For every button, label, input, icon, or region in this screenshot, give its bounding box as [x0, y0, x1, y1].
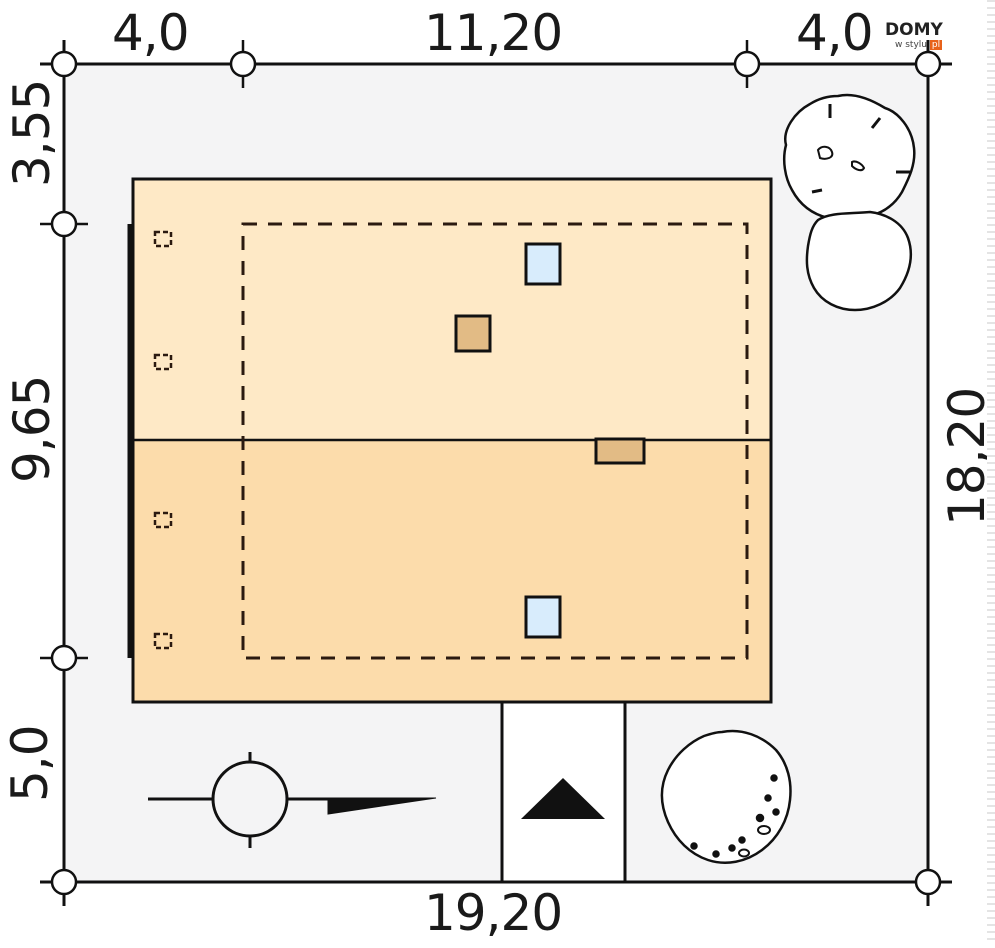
dim-top-left: 4,0: [112, 4, 190, 62]
chimney-icon: [594, 437, 646, 465]
tree-icon: [783, 93, 916, 312]
dim-left-middle: 9,65: [3, 375, 61, 483]
house-roof: [127, 177, 773, 704]
entrance-triangle-icon: [521, 778, 605, 819]
logo-brand: DOMY: [885, 20, 943, 40]
post-icon: [153, 511, 173, 529]
post-icon: [153, 353, 173, 371]
page-edge: [987, 0, 995, 944]
wall-outline: [241, 222, 749, 660]
dim-top-right: 4,0: [796, 4, 874, 62]
dim-left-top: 3,55: [3, 79, 61, 187]
post-icon: [153, 230, 173, 248]
plot-boundary: [40, 40, 952, 906]
chimney-icon: [454, 314, 492, 353]
skylight-icon: [524, 595, 562, 639]
logo-sub-text: w stylu: [895, 40, 927, 50]
logo-pl: pl: [929, 40, 943, 50]
dim-left-bottom: 5,0: [1, 725, 59, 802]
post-icon: [153, 632, 173, 650]
dimension-markers: [40, 40, 952, 906]
north-arrow-icon: [148, 752, 437, 848]
posts: [153, 230, 173, 650]
tree-icon: [660, 729, 792, 864]
dim-top-middle: 11,20: [424, 4, 563, 62]
logo: DOMY w stylu pl: [885, 20, 943, 50]
logo-sub: w stylu pl: [895, 40, 943, 50]
dim-bottom: 19,20: [424, 884, 563, 942]
dim-right: 18,20: [938, 387, 995, 526]
skylight-icon: [524, 242, 562, 286]
